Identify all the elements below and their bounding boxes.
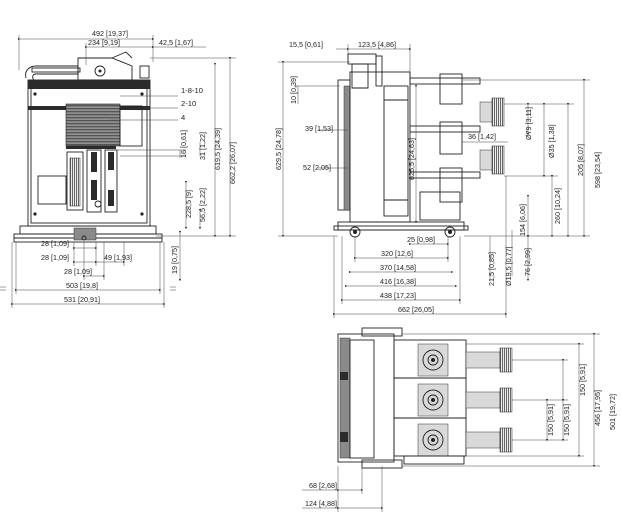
dim-21-5: 21,5 [0,85] bbox=[487, 252, 496, 286]
dim-625-5: 625,5 [24,63] bbox=[407, 138, 416, 180]
dim-154: 154 [6,06] bbox=[518, 204, 527, 236]
dim-260: 260 [10,24] bbox=[553, 188, 562, 224]
front-truck-base bbox=[13, 225, 163, 243]
dim-28-c: 28 [1,09] bbox=[64, 267, 92, 276]
callout-4: 4 bbox=[181, 113, 185, 122]
dim-662: 662 [26,05] bbox=[398, 305, 434, 314]
side-right-dimensions bbox=[414, 78, 590, 282]
top-pole-1 bbox=[417, 343, 513, 377]
dim-503: 503 [19,8] bbox=[66, 281, 98, 290]
dim-370: 370 [14,58] bbox=[380, 263, 416, 272]
front-lever-assembly bbox=[25, 51, 150, 81]
dim-68: 68 [2,68] bbox=[309, 481, 337, 490]
dim-39: 39 [1,53] bbox=[305, 124, 333, 133]
front-top-dimensions bbox=[17, 35, 206, 70]
dim-31: 31 [1,22] bbox=[198, 132, 207, 160]
dim-234: 234 [9,19] bbox=[88, 38, 120, 47]
dim-124: 124 [4,88] bbox=[305, 499, 337, 508]
top-pole-3 bbox=[417, 423, 513, 457]
dim-phi-19-5: Ø19,5 [0,77] bbox=[504, 246, 513, 286]
dim-438: 438 [17,23] bbox=[380, 291, 416, 300]
dim-205: 205 [8,07] bbox=[576, 144, 585, 176]
dim-619-5: 619,5 [24,39] bbox=[213, 128, 222, 170]
top-structure bbox=[337, 327, 513, 469]
dim-501: 501 [19,72] bbox=[608, 394, 617, 430]
dim-25: 25 [0,98] bbox=[407, 235, 435, 244]
dim-150-c: 150 [5,91] bbox=[546, 404, 555, 436]
dim-531: 531 [20,91] bbox=[64, 295, 100, 304]
dim-56-5: 56,5 [2,22] bbox=[198, 188, 207, 222]
dim-36: 36 [1,42] bbox=[468, 132, 496, 141]
dim-598: 598 [23,54] bbox=[593, 152, 602, 188]
top-bottom-dimensions bbox=[302, 466, 384, 512]
front-callout-leaders bbox=[110, 95, 186, 157]
dim-phi-79: Ø79 [3,11] bbox=[524, 107, 533, 140]
dim-150-b: 150 [5,91] bbox=[562, 404, 571, 436]
dim-15-5: 15,5 [0,61] bbox=[289, 40, 323, 49]
dim-phi-35: Ø35 [1,38] bbox=[547, 124, 556, 158]
side-insulator-fins bbox=[479, 97, 505, 175]
dim-416: 416 [16,38] bbox=[380, 277, 416, 286]
side-left-dimensions bbox=[278, 60, 350, 238]
side-view: 15,5 [0,61] 123,5 [4,86] bbox=[274, 40, 602, 318]
dim-456: 456 [17,95] bbox=[593, 390, 602, 426]
front-right-dimensions bbox=[150, 56, 236, 282]
dim-28-a: 28 [1,09] bbox=[41, 239, 69, 248]
top-view: 150 [5,91] 150 [5,91] 150 [5,91] 456 [17… bbox=[302, 327, 617, 512]
dim-16: 16 [0,61] bbox=[179, 130, 188, 158]
dim-49: 49 [1,93] bbox=[104, 253, 132, 262]
dim-629-5: 629,5 [24,78] bbox=[274, 128, 283, 170]
callout-2-10: 2-10 bbox=[181, 99, 196, 108]
dim-662-2: 662,2 [26,07] bbox=[228, 142, 237, 184]
side-structure bbox=[333, 53, 505, 238]
dim-123-5: 123,5 [4,86] bbox=[358, 40, 396, 49]
dim-76: 76 [2,99] bbox=[523, 248, 532, 276]
dim-492: 492 [19,37] bbox=[92, 29, 128, 38]
dim-10: 10 [0,39] bbox=[289, 76, 298, 104]
front-view: 492 [19,37] 234 [9,19] 42,5 [1,67] bbox=[0, 29, 237, 308]
dim-150-a: 150 [5,91] bbox=[578, 364, 587, 396]
top-right-dimensions bbox=[402, 332, 600, 468]
dim-42-5: 42,5 [1,67] bbox=[159, 38, 193, 47]
dim-52: 52 [2,05] bbox=[303, 163, 331, 172]
top-pole-2 bbox=[417, 383, 513, 417]
dim-320: 320 [12,6] bbox=[381, 249, 413, 258]
dim-28-b: 28 [1,09] bbox=[41, 253, 69, 262]
dim-228-5: 228,5 [9] bbox=[184, 190, 193, 218]
side-bottom-dimensions bbox=[332, 176, 508, 318]
front-main-body bbox=[27, 79, 151, 227]
dim-19: 19 [0,75] bbox=[170, 246, 179, 274]
front-bottom-dimensions bbox=[0, 242, 176, 308]
callout-1-8-10: 1-8-10 bbox=[181, 86, 203, 95]
